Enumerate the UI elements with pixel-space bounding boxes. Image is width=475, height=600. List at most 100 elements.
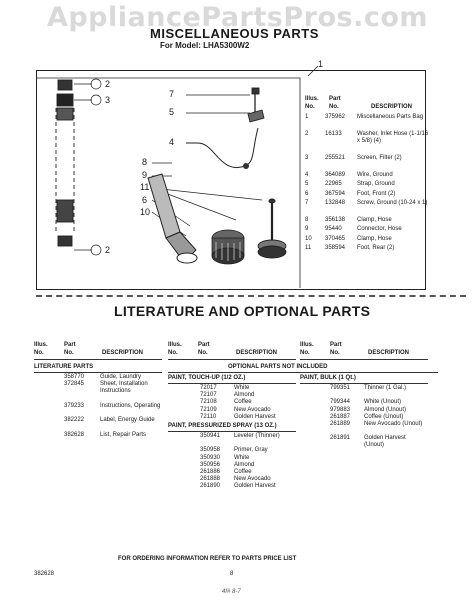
- part-description: Golden Harvest (Unout): [364, 435, 406, 449]
- header-illus: Illus.: [305, 96, 319, 102]
- row-description: Foot, Front (2): [357, 190, 396, 197]
- row-description: Washer, Inlet Hose (1-1/16 x 5/8) (4): [357, 130, 429, 145]
- callout-5: 5: [169, 107, 175, 117]
- column-header-description: DESCRIPTION: [236, 350, 278, 356]
- column-header-illus: Illus.: [300, 342, 314, 348]
- part-description: Guide, Laundry: [100, 374, 142, 380]
- callout-4: 4: [169, 137, 175, 147]
- part-description: Golden Harvest: [234, 413, 276, 420]
- part-description: New Avocado: [234, 476, 271, 483]
- row-part-number: 132848: [325, 200, 346, 206]
- row-part-number: 95440: [325, 226, 342, 233]
- row-part-number: 364089: [325, 171, 346, 178]
- group-rule: [300, 383, 428, 384]
- row-illus: 3: [305, 155, 309, 161]
- column-header-part-no: No.: [330, 350, 340, 356]
- row-part-number: 375962: [325, 114, 346, 120]
- part-number: 72109: [200, 406, 217, 413]
- header-no: No.: [305, 104, 315, 110]
- dashed-divider: [36, 295, 466, 297]
- part-number: 261890: [200, 483, 221, 490]
- row-part-number: 22965: [325, 181, 342, 188]
- column-header-no: No.: [300, 350, 310, 356]
- scribble-text: 4f# 8-7: [222, 589, 241, 595]
- group-heading: PAINT, BULK (1 Qt.): [300, 375, 356, 381]
- row-description: Screen, Filter (2): [357, 155, 402, 161]
- part-number: 72107: [200, 392, 217, 399]
- part-number: 382628: [64, 431, 85, 438]
- row-part-number: 367594: [325, 190, 346, 197]
- ordering-note: FOR ORDERING INFORMATION REFER TO PARTS …: [118, 556, 297, 562]
- group-rule: [168, 383, 296, 384]
- part-description: List, Repair Parts: [100, 431, 147, 438]
- optional-rule: [168, 372, 438, 373]
- inner-panel-line: [36, 77, 301, 288]
- callout-2-bottom: 2: [105, 245, 111, 255]
- diagram-frame: [36, 70, 426, 290]
- part-description: Thinner (1 Gal.): [364, 385, 407, 391]
- callout-3: 3: [105, 95, 111, 105]
- part-description: Primer, Gray: [234, 447, 268, 454]
- column-header-illus: Illus.: [34, 342, 48, 348]
- column-header-part: Part: [198, 342, 210, 348]
- part-number: 799344: [330, 399, 351, 406]
- part-number: 799351: [330, 385, 351, 391]
- page-title: MISCELLANEOUS PARTS: [150, 26, 319, 41]
- callout-9: 9: [142, 170, 148, 180]
- row-description: Clamp, Hose: [357, 235, 392, 242]
- part-number: 350956: [200, 461, 221, 468]
- row-description: Screw, Ground (10-24 x 1): [357, 200, 428, 206]
- callout-8: 8: [142, 157, 148, 167]
- model-line: For Model: LHA5300W2: [160, 41, 250, 50]
- row-description: Connector, Hose: [357, 226, 402, 233]
- part-number: 350930: [200, 454, 221, 461]
- optional-parts-heading: OPTIONAL PARTS NOT INCLUDED: [228, 364, 328, 370]
- part-description: Instructions, Operating: [100, 402, 161, 409]
- part-description: Almond (Unout): [364, 406, 407, 413]
- row-illus: 9: [305, 226, 309, 233]
- inlet-hose-icon: [55, 79, 75, 247]
- column-header-part-no: No.: [64, 350, 74, 356]
- bulk-paint-column: PAINT, BULK (1 Qt.) 799351 Thinner (1 Gal.…: [300, 364, 440, 564]
- part-description: Almond: [234, 392, 255, 399]
- row-part-number: 358594: [325, 245, 346, 251]
- row-illus: 10: [305, 235, 312, 242]
- row-illus: 6: [305, 190, 309, 197]
- part-description: Golden Harvest: [234, 483, 276, 490]
- header-rule: [34, 359, 162, 360]
- part-number: 379233: [64, 402, 85, 409]
- part-description: Coffee: [234, 399, 252, 406]
- part-description: Leveler (Thinner): [234, 433, 280, 439]
- header-rule: [168, 359, 296, 360]
- row-illus: 11: [305, 245, 312, 251]
- callout-7: 7: [169, 89, 175, 99]
- doc-number: 382628: [34, 571, 55, 577]
- part-number: 382222: [64, 417, 85, 424]
- row-description: Clamp, Hose: [357, 216, 392, 223]
- part-description: White: [234, 454, 250, 461]
- row-part-number: 356138: [325, 216, 346, 223]
- part-number: 261889: [330, 421, 351, 427]
- part-number: 72108: [200, 399, 217, 406]
- row-illus: 5: [305, 181, 309, 188]
- column-header-description: DESCRIPTION: [102, 350, 144, 356]
- ground-wire-icon: [186, 127, 259, 169]
- row-illus: 1: [305, 114, 309, 120]
- column-header-description: DESCRIPTION: [368, 350, 410, 356]
- part-description: New Avocado: [234, 406, 271, 413]
- part-description: Coffee: [234, 469, 252, 475]
- part-number: 72110: [200, 413, 217, 420]
- row-part-number: 370465: [325, 235, 346, 242]
- part-description: New Avocado (Unout): [364, 421, 423, 427]
- part-description: Almond: [234, 461, 255, 468]
- group-rule: [34, 372, 162, 373]
- row-description: Miscellaneous Parts Bag: [357, 114, 424, 120]
- part-description: White: [234, 385, 250, 391]
- column-header-part-no: No.: [198, 350, 208, 356]
- part-number: 979883: [330, 406, 351, 413]
- row-illus: 4: [305, 171, 309, 178]
